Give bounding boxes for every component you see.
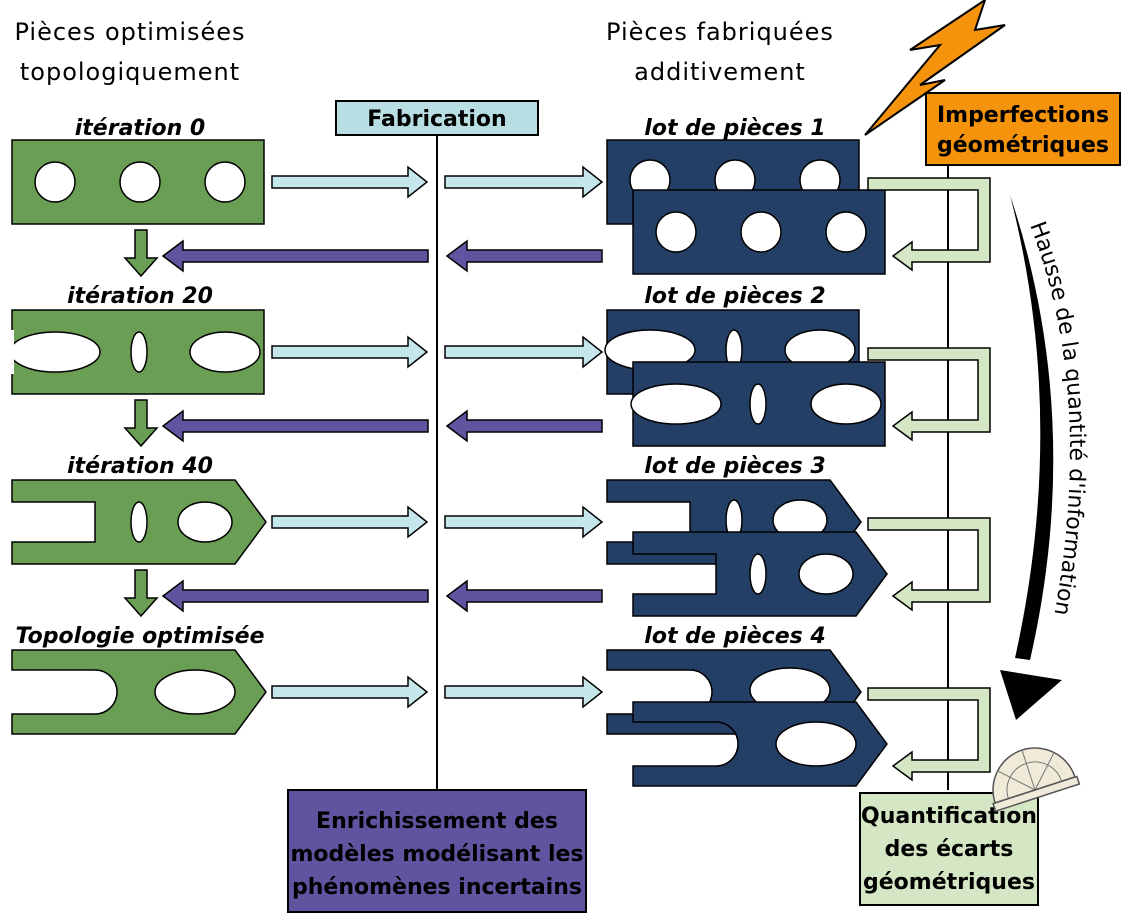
down-arrow-2 — [123, 399, 159, 448]
blue-part-lot-4 — [606, 649, 888, 787]
quantification-label-line1: Quantification — [861, 804, 1037, 829]
blue-part-lot-3 — [606, 479, 888, 617]
fabrication-box — [335, 100, 539, 136]
lot-label-4: lot de pièces 4 — [644, 624, 825, 649]
quantification-label-line2: des écarts — [885, 837, 1014, 862]
enrichment-label-line2: modèles modélisant les — [290, 842, 583, 867]
protractor-icon — [992, 747, 1081, 813]
iteration-label-40: itération 40 — [67, 454, 213, 479]
measurement-arrows — [867, 177, 991, 782]
green-part-iteration-20 — [4, 309, 265, 395]
enrichment-label-line3: phénomènes incertains — [292, 875, 582, 900]
enrichment-box — [287, 789, 587, 913]
green-part-optimized — [11, 649, 267, 735]
fabrication-arrows — [271, 165, 604, 709]
green-part-iteration-0 — [11, 139, 265, 225]
right-column-title-line2: additivement — [634, 58, 806, 86]
lightning-bolt-icon — [864, 0, 1006, 136]
fabrication-label: Fabrication — [367, 107, 506, 132]
iteration-label-20: itération 20 — [67, 284, 213, 309]
green-part-iteration-40 — [11, 479, 267, 565]
imperfections-box — [925, 92, 1121, 166]
right-column-title-line1: Pièces fabriquées — [606, 18, 834, 46]
lot-label-2: lot de pièces 2 — [644, 284, 825, 309]
feedback-arrows — [161, 239, 603, 613]
enrichment-label-line1: Enrichissement des — [316, 809, 558, 834]
quantification-label-line3: géométriques — [863, 870, 1035, 895]
down-arrow-3 — [123, 569, 159, 618]
lot-label-3: lot de pièces 3 — [644, 454, 825, 479]
blue-part-lot-2 — [604, 309, 886, 447]
left-column-title-line1: Pièces optimisées — [14, 18, 245, 46]
iteration-label-final: Topologie optimisée — [16, 624, 265, 649]
imperfections-label-line2: géométriques — [937, 133, 1109, 158]
iteration-label-0: itération 0 — [75, 116, 205, 141]
information-increase-arrow — [1000, 195, 1062, 720]
left-column-title-line2: topologiquement — [20, 58, 240, 86]
lot-label-1: lot de pièces 1 — [644, 116, 825, 141]
down-arrow-1 — [123, 229, 159, 278]
imperfections-label-line1: Imperfections — [937, 103, 1109, 128]
blue-part-lot-1 — [606, 139, 886, 275]
quantification-box — [859, 792, 1039, 906]
